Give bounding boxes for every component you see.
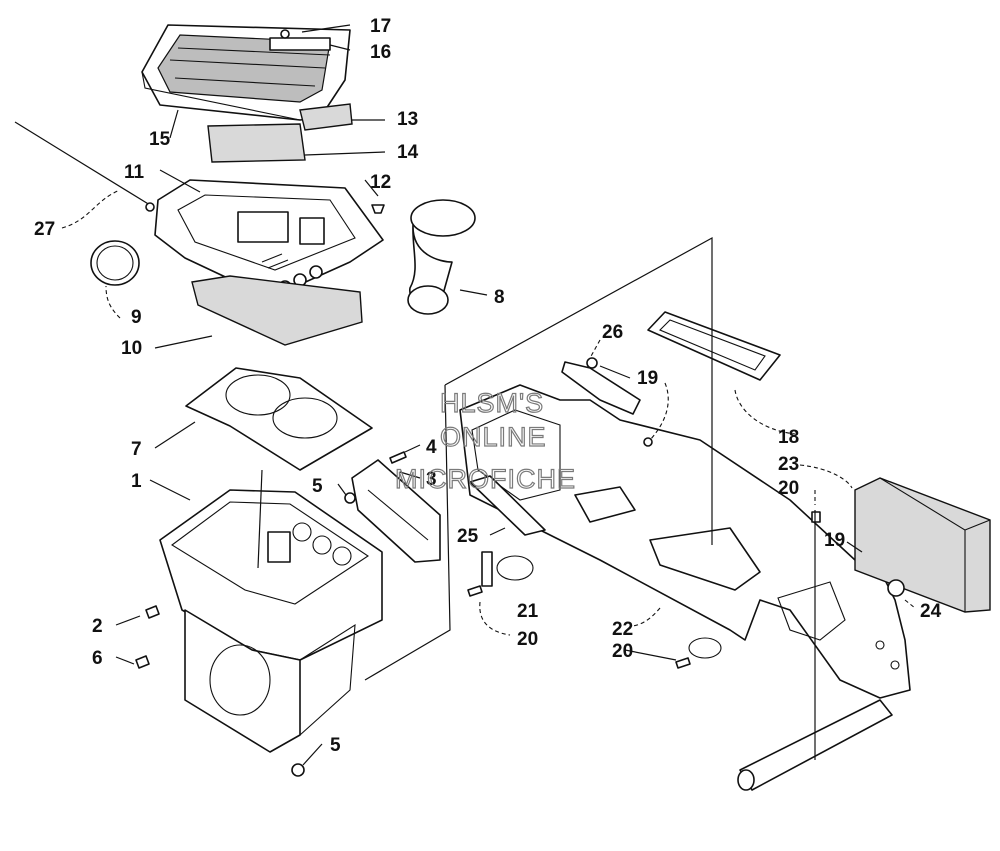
watermark-line-2: ONLINE xyxy=(440,422,547,452)
part-20-screw-upper xyxy=(811,511,821,523)
callout-5-lower: 5 xyxy=(330,735,341,756)
part-23-foam-block xyxy=(854,477,991,613)
watermark: HLSM'S ONLINE MICROFICHE xyxy=(394,387,576,494)
part-20-washer xyxy=(688,637,722,659)
callout-6: 6 xyxy=(92,648,103,669)
part-14-foam-filter xyxy=(207,123,306,163)
part-3-side-plate xyxy=(351,459,441,563)
part-3-side-plate-slot xyxy=(367,489,429,541)
bottom-tube xyxy=(737,699,893,791)
callout-23: 23 xyxy=(778,454,799,475)
part-17-cover-screw xyxy=(280,29,290,39)
part-15-airbox-cover xyxy=(141,24,351,121)
callout-25: 25 xyxy=(457,526,479,547)
leader-lines xyxy=(61,24,916,766)
part-4-spring xyxy=(389,451,407,464)
assembly-line-frame xyxy=(364,236,713,681)
callout-4: 4 xyxy=(426,437,437,458)
callout-20-left: 20 xyxy=(517,629,538,650)
assembly-line-gasket xyxy=(257,469,263,569)
watermark-line-3: MICROFICHE xyxy=(395,464,576,494)
callout-13: 13 xyxy=(397,109,418,130)
callout-1: 1 xyxy=(131,471,142,492)
part-24-plug xyxy=(887,579,905,597)
part-22-console-body xyxy=(459,384,911,699)
callout-19-right: 19 xyxy=(824,530,845,551)
part-7-gasket-plate xyxy=(185,367,373,471)
part-9-clamp-ring xyxy=(90,240,140,286)
callout-14: 14 xyxy=(397,142,419,163)
callout-3: 3 xyxy=(426,469,437,490)
part-8-intake-elbow xyxy=(407,199,476,315)
callout-17: 17 xyxy=(370,16,391,37)
callout-27: 27 xyxy=(34,219,55,240)
part-25-bracket xyxy=(469,475,546,536)
part-10-foam-pad xyxy=(191,275,363,346)
callout-labels: 17 16 13 15 14 11 12 27 8 9 10 26 19 18 … xyxy=(34,16,942,756)
part-16-cover-latch xyxy=(269,37,331,51)
watermark-line-1: HLSM'S xyxy=(440,388,544,418)
callout-5-upper: 5 xyxy=(312,476,323,497)
part-11-airbox-tray xyxy=(154,179,384,299)
part-21-washer xyxy=(496,555,534,581)
part-5-grommet-upper xyxy=(344,492,356,504)
callout-18: 18 xyxy=(778,427,799,448)
part-2-screw xyxy=(145,605,160,619)
callout-20-upper: 20 xyxy=(778,478,799,499)
callout-20-lower: 20 xyxy=(612,641,633,662)
part-9-clamp-inner xyxy=(96,245,134,281)
part-19-nut-upper xyxy=(586,357,598,369)
part-20-screw-lower xyxy=(675,657,691,669)
callout-12: 12 xyxy=(370,172,391,193)
part-6-screw xyxy=(135,655,150,669)
part-27-cable-end xyxy=(145,202,155,212)
part-13-filter-pad xyxy=(299,103,353,131)
callout-10: 10 xyxy=(121,338,142,359)
callout-2: 2 xyxy=(92,616,103,637)
part-5-grommet-lower xyxy=(291,763,305,777)
part-18-trim-frame xyxy=(647,311,781,381)
callout-9: 9 xyxy=(131,307,142,328)
callout-21: 21 xyxy=(517,601,539,622)
part-20-screw-left xyxy=(467,585,483,597)
part-1-airbox-housing xyxy=(159,489,383,753)
callout-26: 26 xyxy=(602,322,623,343)
part-12-pushpin xyxy=(371,204,385,214)
callout-24: 24 xyxy=(920,601,942,622)
callout-8: 8 xyxy=(494,287,505,308)
part-19-nut-mid xyxy=(643,437,653,447)
callout-22: 22 xyxy=(612,619,633,640)
part-21-plate xyxy=(481,551,493,587)
callout-19-upper: 19 xyxy=(637,368,658,389)
part-27-cable xyxy=(14,121,151,206)
callout-16: 16 xyxy=(370,42,391,63)
callout-7: 7 xyxy=(131,439,142,460)
callout-15: 15 xyxy=(149,129,171,150)
callout-11: 11 xyxy=(124,162,145,183)
